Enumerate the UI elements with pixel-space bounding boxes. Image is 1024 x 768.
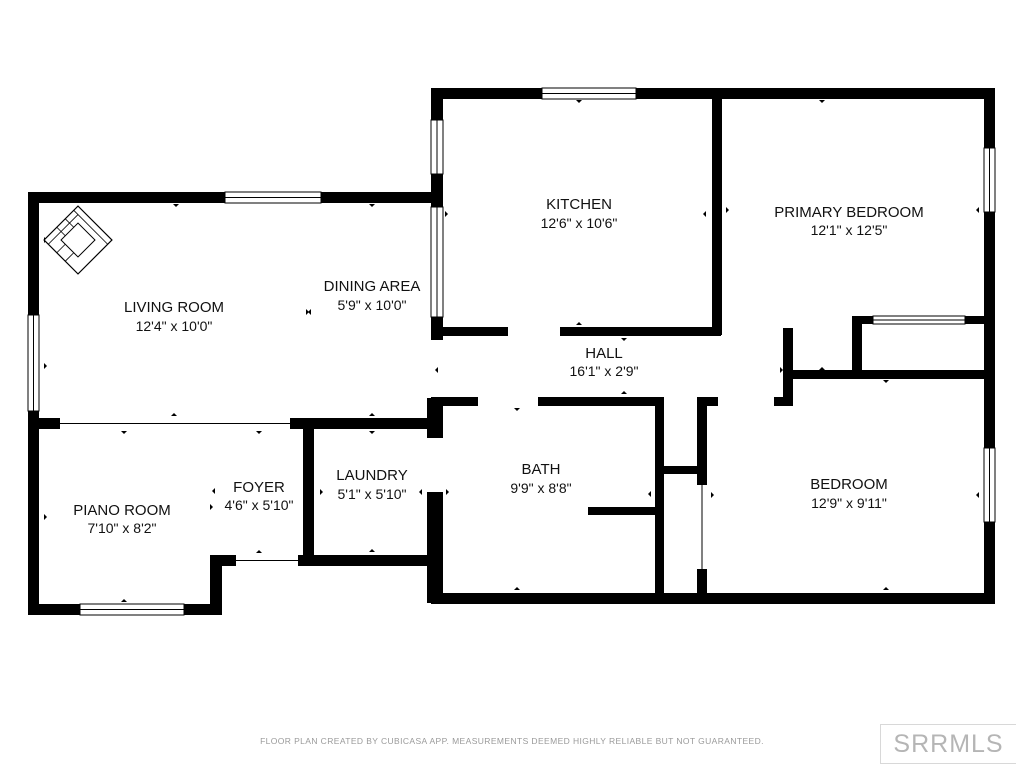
dimension-tick <box>256 550 262 553</box>
room-name: PRIMARY BEDROOM <box>774 204 923 221</box>
room-dimensions: 16'1" x 2'9" <box>570 363 639 379</box>
room-name: BATH <box>522 461 561 478</box>
room-hall: HALL 16'1" x 2'9" <box>570 345 639 379</box>
dimension-tick <box>44 514 47 520</box>
room-dimensions: 5'9" x 10'0" <box>338 297 407 313</box>
interior-walls <box>28 92 993 597</box>
openings <box>60 327 774 569</box>
dimension-tick <box>780 367 783 373</box>
room-dimensions: 7'10" x 8'2" <box>88 520 157 536</box>
dimension-tick <box>445 211 448 217</box>
disclaimer-text: FLOOR PLAN CREATED BY CUBICASA APP. MEAS… <box>260 736 764 746</box>
dimension-tick <box>446 489 449 495</box>
dimension-tick <box>369 431 375 434</box>
room-name: KITCHEN <box>546 196 612 213</box>
dimension-tick <box>419 489 422 495</box>
room-dimensions: 12'6" x 10'6" <box>541 215 618 231</box>
room-name: FOYER <box>233 479 285 496</box>
exterior-walls <box>28 88 995 615</box>
dimension-tick <box>369 413 375 416</box>
room-name: PIANO ROOM <box>73 502 171 519</box>
dimension-tick <box>711 492 714 498</box>
dimension-tick <box>306 309 309 315</box>
dimension-tick <box>514 408 520 411</box>
fireplace-icon <box>43 205 113 275</box>
dimension-tick <box>621 391 627 394</box>
room-dimensions: 9'9" x 8'8" <box>510 480 571 496</box>
dimension-tick <box>369 549 375 552</box>
dimension-tick <box>369 204 375 207</box>
dimension-tick <box>576 322 582 325</box>
dimension-tick <box>648 491 651 497</box>
dimension-ticks <box>44 100 979 602</box>
room-bath: BATH 9'9" x 8'8" <box>510 461 571 496</box>
dimension-tick <box>819 367 825 370</box>
dimension-tick <box>576 100 582 103</box>
room-living-room: LIVING ROOM 12'4" x 10'0" <box>124 299 224 334</box>
room-laundry: LAUNDRY 5'1" x 5'10" <box>336 467 407 502</box>
room-name: LAUNDRY <box>336 467 407 484</box>
dimension-tick <box>819 100 825 103</box>
dimension-tick <box>976 492 979 498</box>
dimension-tick <box>320 489 323 495</box>
dimension-tick <box>308 309 311 315</box>
dimension-tick <box>514 587 520 590</box>
room-bedroom: BEDROOM 12'9" x 9'11" <box>810 476 888 511</box>
room-dining-area: DINING AREA 5'9" x 10'0" <box>324 278 421 313</box>
dimension-tick <box>726 207 729 213</box>
dimension-tick <box>883 587 889 590</box>
windows <box>27 87 996 616</box>
dimension-tick <box>256 431 262 434</box>
watermark-logo: SRRMLS <box>880 724 1016 764</box>
dimension-tick <box>435 367 438 373</box>
dimension-tick <box>121 431 127 434</box>
room-dimensions: 12'4" x 10'0" <box>136 318 213 334</box>
dimension-tick <box>976 207 979 213</box>
dimension-tick <box>621 338 627 341</box>
room-piano-room: PIANO ROOM 7'10" x 8'2" <box>73 502 171 536</box>
room-dimensions: 4'6" x 5'10" <box>225 497 294 513</box>
dimension-tick <box>171 413 177 416</box>
room-name: DINING AREA <box>324 278 421 295</box>
dimension-tick <box>883 380 889 383</box>
room-name: HALL <box>585 345 623 362</box>
room-name: LIVING ROOM <box>124 299 224 316</box>
room-dimensions: 12'1" x 12'5" <box>811 222 888 238</box>
room-primary-bedroom: PRIMARY BEDROOM 12'1" x 12'5" <box>774 204 923 238</box>
room-dimensions: 5'1" x 5'10" <box>338 486 407 502</box>
room-foyer: FOYER 4'6" x 5'10" <box>225 479 294 513</box>
dimension-tick <box>121 599 127 602</box>
dimension-tick <box>173 204 179 207</box>
room-name: BEDROOM <box>810 476 888 493</box>
dimension-tick <box>210 504 213 510</box>
dimension-tick <box>44 363 47 369</box>
dimension-tick <box>212 488 215 494</box>
room-kitchen: KITCHEN 12'6" x 10'6" <box>541 196 618 231</box>
room-dimensions: 12'9" x 9'11" <box>811 495 887 511</box>
dimension-tick <box>703 211 706 217</box>
